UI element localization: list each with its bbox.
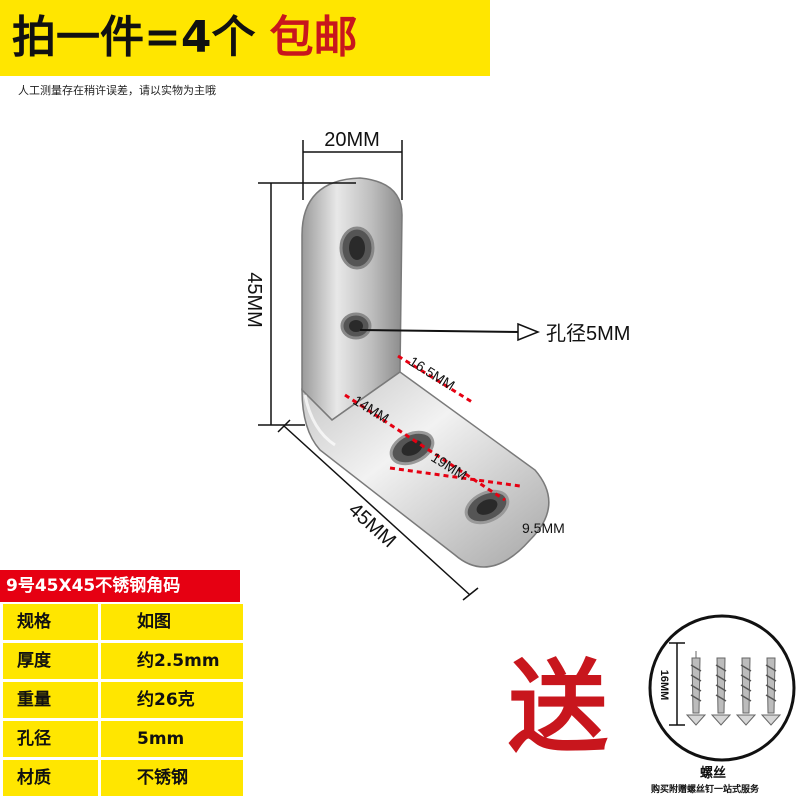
spec-key: 孔径 [3,721,98,757]
spec-value: 如图 [101,604,243,640]
screw-icon: 16MM [648,614,796,762]
product-model-header: 9号45X45不锈钢角码 [0,570,240,602]
banner-title-text: 拍一件=4个 [12,12,256,63]
spec-key: 重量 [3,682,98,718]
spec-key: 规格 [3,604,98,640]
top-banner: 拍一件=4个包邮 [0,0,490,76]
spec-value: 不锈钢 [101,760,243,796]
banner-title: 拍一件=4个包邮 [12,6,357,70]
spec-key: 厚度 [3,643,98,679]
gift-character: 送 [508,649,608,766]
hole-callout: 孔径5MM [546,322,630,345]
spec-value: 约26克 [101,682,243,718]
dim-9-5: 9.5MM [522,520,565,536]
spec-row: 规格 如图 [3,604,243,640]
spec-key: 材质 [3,760,98,796]
spec-row: 材质 不锈钢 [3,760,243,796]
spec-value: 5mm [101,721,243,757]
screw-length: 16MM [658,670,670,701]
screw-note: 购买附赠螺丝钉一站式服务 [651,785,760,795]
right-arrow-icon [359,322,541,342]
bracket-vertical-plate [301,177,403,421]
spec-table: 规格 如图 厚度 约2.5mm 重量 约26克 孔径 5mm 材质 不锈钢 [3,604,243,799]
spec-value: 约2.5mm [101,643,243,679]
dim-height: 45MM [243,272,265,328]
free-shipping-text: 包邮 [269,12,358,63]
dim-top-width: 20MM [324,129,380,151]
spec-row: 孔径 5mm [3,721,243,757]
spec-row: 重量 约26克 [3,682,243,718]
measurement-note: 人工测量存在稍许误差，请以实物为主哦 [18,84,216,97]
screw-label: 螺丝 [700,766,727,781]
spec-row: 厚度 约2.5mm [3,643,243,679]
